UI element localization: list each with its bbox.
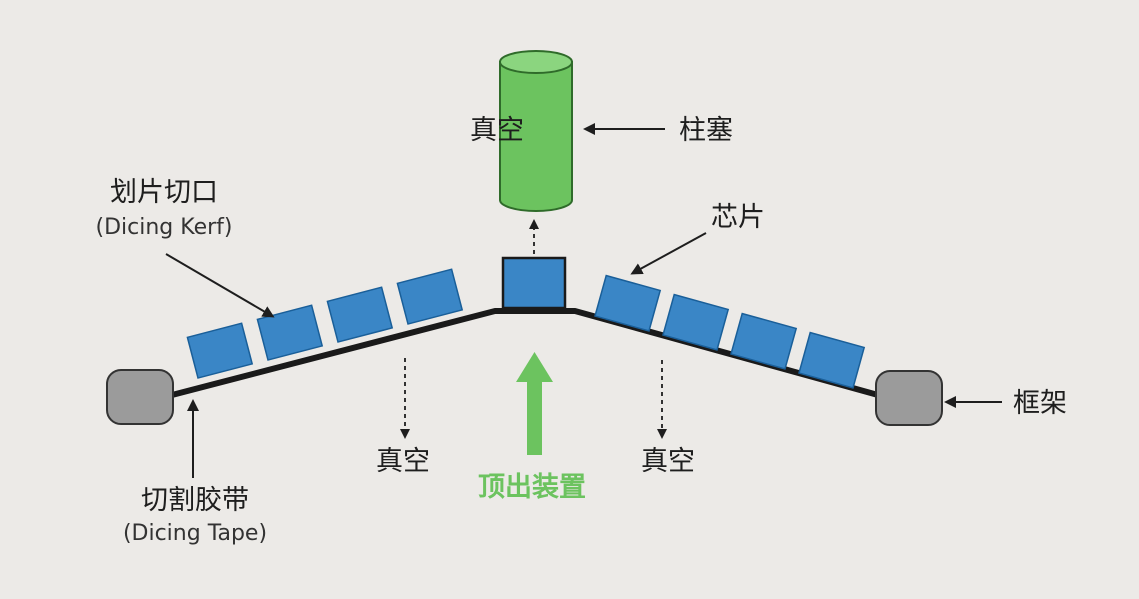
plunger-label: 柱塞 (679, 115, 733, 146)
chip (730, 312, 798, 370)
tape-label: 切割胶带 (141, 485, 249, 516)
frame-label: 框架 (1013, 388, 1067, 419)
plunger-cylinder (499, 50, 573, 212)
chip (186, 322, 254, 379)
ejector-label: 顶出装置 (478, 472, 586, 503)
chip (594, 274, 662, 332)
chip (662, 293, 730, 351)
tape-label-en: (Dicing Tape) (122, 521, 268, 546)
dicing-tape (171, 308, 879, 398)
chip-label: 芯片 (711, 202, 765, 233)
kerf-label-en: (Dicing Kerf) (95, 215, 233, 240)
vacuum-top-label: 真空 (470, 115, 524, 146)
vacuum-right-label: 真空 (641, 446, 695, 477)
kerf-pointer (165, 253, 275, 318)
chip (256, 304, 324, 361)
kerf-label: 划片切口 (110, 177, 218, 208)
frame-right (875, 370, 943, 426)
chip-pointer (630, 232, 707, 275)
chip (798, 331, 866, 389)
chips-left (186, 268, 464, 379)
chip-ejected (501, 256, 567, 310)
chips-right (594, 274, 866, 389)
chip (326, 286, 394, 343)
frame-left (106, 369, 174, 425)
ejector-arrow (516, 352, 553, 455)
chip (396, 268, 464, 325)
vacuum-left-label: 真空 (376, 446, 430, 477)
